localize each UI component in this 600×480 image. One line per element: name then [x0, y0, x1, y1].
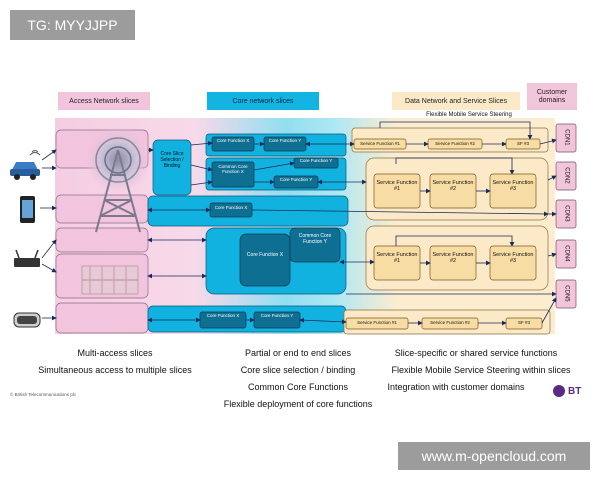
header-data-network-slices: Data Network and Service Slices: [392, 92, 520, 110]
cf-x-big-label: Core Function X: [246, 252, 284, 258]
header-core-slices: Core network slices: [207, 92, 319, 110]
smartphone-icon: [20, 196, 35, 223]
watermark-bottom: www.m-opencloud.com: [398, 442, 590, 470]
sf-group2-1-label: Service Function #1: [376, 252, 418, 265]
sf-bottom-3-label: SF #3: [517, 320, 530, 325]
cell-tower-icon: [84, 126, 152, 233]
core-function-x-big: [239, 233, 291, 287]
common-core-function-x: [211, 161, 255, 188]
bt-logo: BT: [552, 382, 596, 400]
flex-steering-label: Flexible Mobile Service Steering: [426, 112, 512, 118]
caption-right-1: Slice-specific or shared service functio…: [394, 348, 558, 358]
cdn4-label: CDN4: [563, 245, 570, 262]
sf-bottom-1-label: Service Function #1: [357, 320, 397, 325]
car-icon: [10, 150, 41, 180]
caption-mid-2: Core slice selection / binding: [240, 365, 356, 375]
slice-selection-label: Core Slice Selection / Binding: [160, 151, 184, 169]
cdn3-label: CDN3: [563, 205, 570, 222]
watermark-top: TG: MYYJJPP: [10, 10, 135, 40]
sf-row1-2-label: Service Function #2: [435, 141, 475, 146]
header-customer-domains: Customer domains: [527, 83, 577, 110]
sf-row1-3-label: SF #3: [516, 141, 529, 146]
bt-logo-text: BT: [568, 385, 582, 397]
cdn5-label: CDN5: [563, 285, 570, 302]
cdn1-label: CDN1: [563, 129, 570, 146]
caption-right-2: Flexible Mobile Service Steering within …: [391, 365, 571, 375]
sf-group2-2-label: Service Function #2: [432, 252, 474, 265]
sf-row1-1-label: Service Function #1: [360, 141, 400, 146]
bt-globe-icon: [553, 385, 565, 397]
caption-right-3: Integration with customer domains: [387, 382, 525, 392]
vr-headset-icon: [13, 312, 41, 328]
caption-mid-1: Partial or end to end slices: [244, 348, 352, 358]
access-slice-3: [55, 227, 149, 253]
caption-left-2: Simultaneous access to multiple slices: [38, 365, 192, 375]
cdn1-box: [555, 123, 577, 153]
common-core-y-label: Common Core Function Y: [298, 233, 332, 245]
cf-x-bot-label: Core Function X: [206, 313, 240, 318]
core-slice-selection-box: [152, 139, 192, 196]
caption-left-1: Multi-access slices: [77, 348, 153, 358]
sf-group2-3-label: Service Function #3: [492, 252, 534, 265]
cf-y-bot-label: Core Function Y: [260, 313, 294, 318]
copyright-text: © British Telecommunications plc: [10, 392, 77, 397]
cf-y-3-label: Core Function Y: [279, 177, 313, 182]
sf-group1-3-label: Service Function #3: [492, 180, 534, 193]
cf-x-top-label: Core Function X: [216, 138, 250, 143]
caption-mid-3: Common Core Functions: [247, 382, 349, 392]
sf-group1-1-label: Service Function #1: [376, 180, 418, 193]
cdn2-label: CDN2: [563, 167, 570, 184]
cf-x-mid-label: Core Function X: [214, 205, 248, 210]
sf-bottom-2-label: Service Function #2: [430, 320, 470, 325]
fixed-line-rack-icon: [81, 265, 139, 295]
common-core-x-label: Common Core Function X: [218, 164, 248, 175]
access-slice-5: [55, 302, 149, 334]
caption-mid-4: Flexible deployment of core functions: [223, 399, 373, 409]
common-core-function-y: [289, 227, 341, 263]
sf-group1-2-label: Service Function #2: [432, 180, 474, 193]
core-slice-5: [147, 305, 347, 333]
cf-y-top-label: Core Function Y: [268, 138, 302, 143]
router-icon: [14, 249, 40, 267]
cf-y-2-label: Core Function Y: [299, 158, 333, 163]
header-access-slices: Access Network slices: [58, 92, 150, 110]
